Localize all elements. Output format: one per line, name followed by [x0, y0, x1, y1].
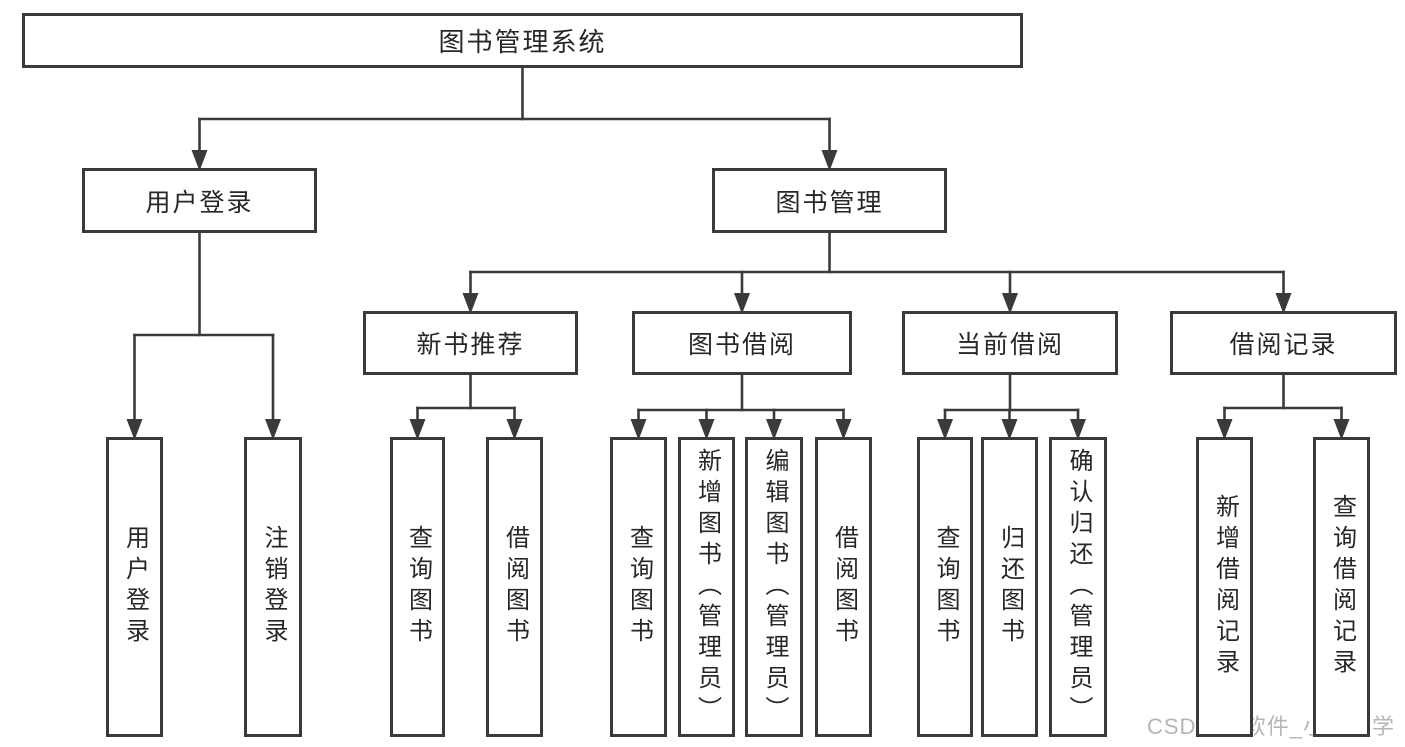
arrowhead-icon — [462, 293, 479, 314]
node-label-leaf-query-book-3: 查询图书 — [932, 525, 959, 649]
arrowhead-icon — [1333, 419, 1350, 440]
node-borrow-record: 借阅记录 — [1170, 311, 1397, 375]
node-label-user-login: 用户登录 — [145, 188, 254, 217]
node-root: 图书管理系统 — [22, 13, 1023, 68]
node-label-leaf-user-login: 用户登录 — [121, 525, 149, 649]
node-label-leaf-return-book: 归还图书 — [996, 525, 1024, 649]
arrowhead-icon — [734, 293, 750, 314]
node-leaf-confirm-return: 确认归还（管理员） — [1049, 437, 1107, 737]
arrowhead-icon — [821, 150, 838, 171]
node-label-current-borrow: 当前借阅 — [955, 331, 1064, 359]
node-leaf-add-record: 新增借阅记录 — [1196, 437, 1253, 737]
node-label-leaf-add-book: 新增图书（管理员） — [693, 447, 721, 727]
node-leaf-edit-book: 编辑图书（管理员） — [745, 437, 803, 737]
node-label-leaf-query-record: 查询借阅记录 — [1328, 494, 1356, 680]
node-label-book-borrow: 图书借阅 — [687, 331, 796, 359]
node-label-leaf-add-record: 新增借阅记录 — [1211, 494, 1239, 680]
arrowhead-icon — [835, 419, 852, 440]
arrowhead-icon — [265, 419, 281, 440]
arrowhead-icon — [191, 150, 208, 171]
node-label-leaf-edit-book: 编辑图书（管理员） — [761, 447, 788, 727]
node-leaf-return-book: 归还图书 — [981, 437, 1038, 737]
node-label-leaf-query-book-2: 查询图书 — [625, 525, 653, 649]
arrowhead-icon — [126, 419, 143, 440]
node-label-leaf-logout: 注销登录 — [260, 525, 287, 649]
node-label-leaf-query-book-1: 查询图书 — [404, 525, 432, 649]
node-label-book-mgmt: 图书管理 — [775, 188, 884, 217]
node-leaf-borrow-book-1: 借阅图书 — [486, 437, 543, 737]
node-book-borrow: 图书借阅 — [632, 311, 852, 375]
arrowhead-icon — [409, 419, 426, 440]
node-label-borrow-record: 借阅记录 — [1229, 331, 1338, 359]
arrowhead-icon — [1002, 293, 1018, 314]
arrowhead-icon — [506, 419, 523, 440]
node-leaf-query-book-2: 查询图书 — [610, 437, 667, 737]
node-new-book-rec: 新书推荐 — [363, 311, 578, 375]
arrowhead-icon — [1001, 419, 1018, 440]
arrowhead-icon — [1070, 419, 1086, 440]
node-label-leaf-borrow-book-1: 借阅图书 — [501, 525, 529, 649]
arrowhead-icon — [937, 419, 953, 440]
node-leaf-query-record: 查询借阅记录 — [1313, 437, 1370, 737]
node-leaf-user-login: 用户登录 — [106, 437, 163, 737]
arrowhead-icon — [766, 419, 782, 440]
arrowhead-icon — [698, 419, 715, 440]
node-label-leaf-borrow-book-2: 借阅图书 — [830, 525, 858, 649]
node-leaf-add-book: 新增图书（管理员） — [678, 437, 735, 737]
node-label-root: 图书管理系统 — [438, 27, 607, 57]
node-label-leaf-confirm-return: 确认归还（管理员） — [1065, 447, 1092, 727]
node-current-borrow: 当前借阅 — [902, 311, 1118, 375]
node-leaf-logout: 注销登录 — [244, 437, 302, 737]
arrowhead-icon — [1216, 419, 1233, 440]
arrowhead-icon — [1275, 293, 1292, 314]
node-leaf-borrow-book-2: 借阅图书 — [815, 437, 872, 737]
node-leaf-query-book-1: 查询图书 — [390, 437, 445, 737]
arrowhead-icon — [630, 419, 647, 440]
node-user-login: 用户登录 — [82, 168, 317, 233]
node-label-new-book-rec: 新书推荐 — [416, 331, 525, 359]
node-book-mgmt: 图书管理 — [712, 168, 947, 233]
node-leaf-query-book-3: 查询图书 — [917, 437, 973, 737]
